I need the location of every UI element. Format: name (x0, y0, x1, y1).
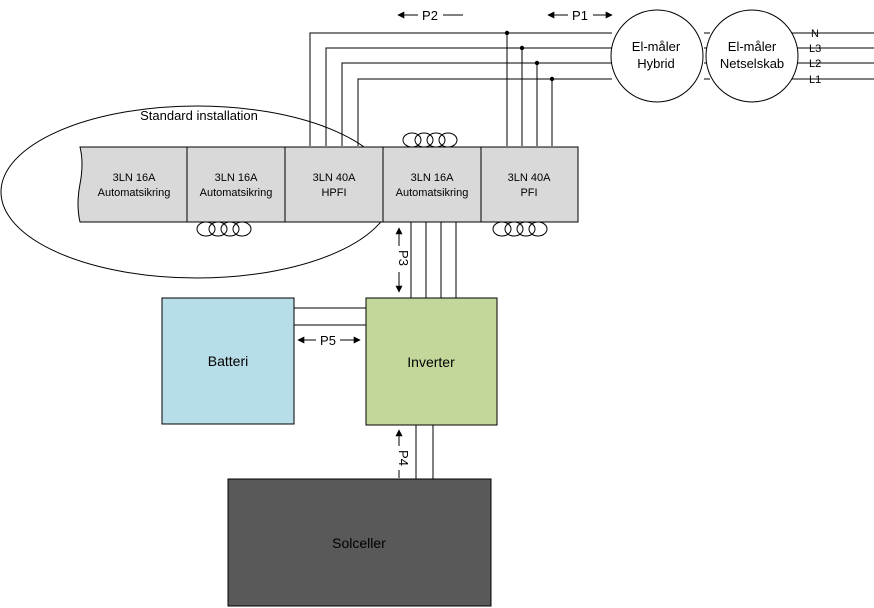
svg-text:P3: P3 (396, 250, 411, 266)
coil-top-breaker-4 (402, 132, 458, 148)
breaker-panel (77, 146, 579, 223)
svg-text:Batteri: Batteri (208, 353, 248, 369)
svg-text:El-måler: El-måler (728, 39, 777, 54)
svg-text:Solceller: Solceller (332, 535, 386, 551)
svg-text:Automatsikring: Automatsikring (98, 187, 171, 199)
breaker-3-hpfi: 3LN 40A HPFI (313, 172, 356, 199)
coil-bottom-breaker-2 (196, 221, 252, 237)
svg-text:3LN 16A: 3LN 16A (215, 172, 258, 184)
svg-text:Hybrid: Hybrid (637, 56, 675, 71)
svg-text:PFI: PFI (520, 187, 537, 199)
svg-text:3LN 40A: 3LN 40A (313, 172, 356, 184)
coil-bottom-breaker-5 (492, 221, 548, 237)
breaker-4: 3LN 16A Automatsikring (396, 172, 469, 199)
svg-text:Automatsikring: Automatsikring (396, 187, 469, 199)
flow-p5: P5 (297, 333, 361, 348)
svg-text:P4: P4 (396, 450, 411, 466)
svg-text:HPFI: HPFI (321, 187, 346, 199)
breaker-5-pfi: 3LN 40A PFI (508, 172, 551, 199)
phase-label-l2: L2 (809, 58, 821, 70)
solar-block: Solceller (227, 478, 492, 607)
svg-text:3LN 40A: 3LN 40A (508, 172, 551, 184)
svg-text:P5: P5 (320, 333, 336, 348)
inverter-block: Inverter (365, 297, 498, 426)
breaker-2: 3LN 16A Automatsikring (200, 172, 273, 199)
phase-label-n: N (811, 28, 819, 40)
flow-p2: P2 (397, 8, 463, 23)
breaker-1: 3LN 16A Automatsikring (98, 172, 171, 199)
svg-text:Netselskab: Netselskab (720, 56, 784, 71)
battery-wires (294, 307, 366, 326)
flow-p1: P1 (547, 8, 613, 23)
flow-p3: P3 (395, 227, 411, 293)
svg-text:El-måler: El-måler (632, 39, 681, 54)
meter-hybrid: El-måler Hybrid (610, 9, 704, 103)
phase-label-l3: L3 (809, 43, 821, 55)
svg-text:Automatsikring: Automatsikring (200, 187, 273, 199)
standard-installation-label: Standard installation (140, 108, 258, 123)
battery-block: Batteri (161, 297, 295, 425)
flow-p4: P4 (395, 429, 411, 478)
phase-label-l1: L1 (809, 74, 821, 86)
meter-netselskab: El-måler Netselskab (705, 9, 799, 103)
junction-dots (504, 30, 555, 82)
svg-text:3LN 16A: 3LN 16A (411, 172, 454, 184)
phase-labels: N L3 L2 L1 (809, 28, 821, 86)
svg-text:3LN 16A: 3LN 16A (113, 172, 156, 184)
inverter-ac-wires (410, 222, 457, 298)
svg-text:Inverter: Inverter (407, 354, 455, 370)
svg-text:P1: P1 (572, 8, 588, 23)
svg-text:P2: P2 (422, 8, 438, 23)
main-feed-wires (309, 32, 874, 146)
solar-wires (415, 425, 434, 479)
